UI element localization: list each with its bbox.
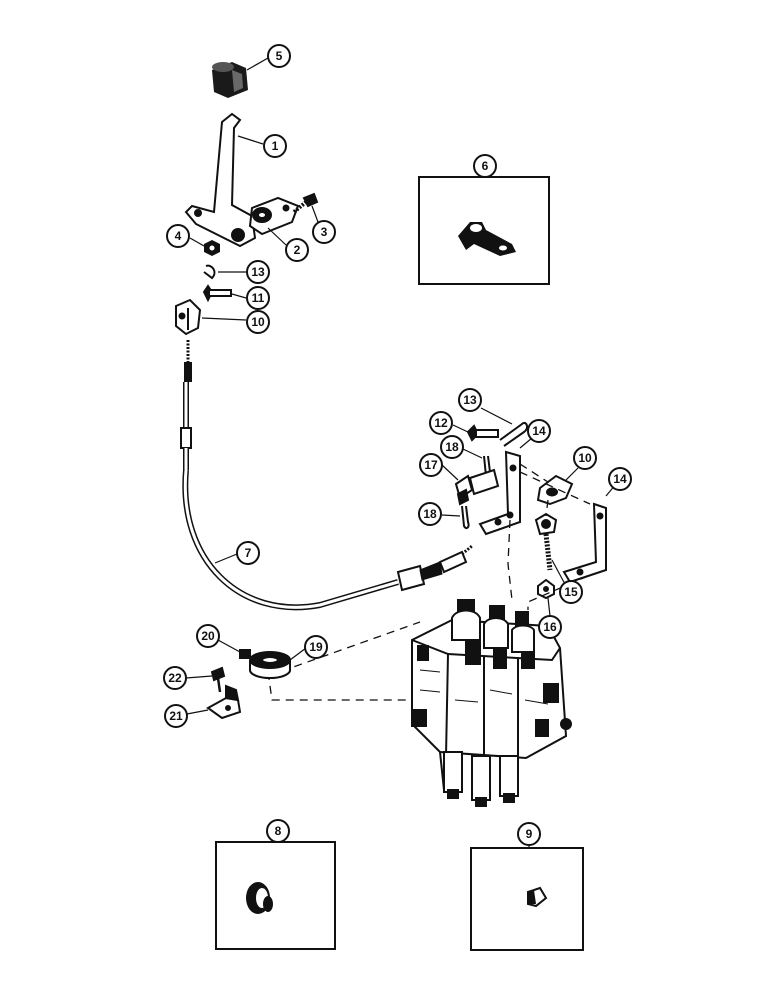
svg-text:12: 12 bbox=[434, 416, 448, 430]
callout-3: 3 bbox=[312, 220, 336, 244]
callout-19: 19 bbox=[304, 635, 328, 659]
callout-12: 12 bbox=[429, 411, 453, 435]
svg-text:19: 19 bbox=[309, 640, 323, 654]
inset-8-grommet bbox=[215, 840, 336, 950]
svg-text:15: 15 bbox=[564, 585, 578, 599]
callout-6: 6 bbox=[473, 154, 497, 178]
svg-text:2: 2 bbox=[294, 243, 301, 257]
callout-18-b: 18 bbox=[418, 502, 442, 526]
part-20-set-screw bbox=[217, 639, 251, 659]
inset-9-plug bbox=[470, 842, 584, 951]
svg-text:18: 18 bbox=[445, 440, 459, 454]
part-10-clevis-lower bbox=[536, 467, 579, 506]
svg-text:14: 14 bbox=[613, 472, 627, 486]
callout-2: 2 bbox=[285, 238, 309, 262]
part-5-knob bbox=[212, 57, 269, 98]
callout-7: 7 bbox=[236, 541, 260, 565]
part-17-clevis-pin bbox=[441, 464, 500, 506]
callout-11: 11 bbox=[246, 286, 270, 310]
part-10-clevis-upper bbox=[175, 298, 247, 336]
inset-6-clamp bbox=[418, 159, 550, 285]
callout-18-a: 18 bbox=[440, 435, 464, 459]
callout-22: 22 bbox=[163, 666, 187, 690]
svg-text:3: 3 bbox=[321, 225, 328, 239]
svg-text:8: 8 bbox=[275, 824, 282, 838]
callout-9: 9 bbox=[517, 822, 541, 846]
part-4-nut bbox=[189, 237, 220, 256]
svg-text:9: 9 bbox=[526, 827, 533, 841]
part-19-knob bbox=[249, 647, 307, 679]
callout-14-right: 14 bbox=[608, 467, 632, 491]
callout-15: 15 bbox=[559, 580, 583, 604]
svg-text:10: 10 bbox=[251, 315, 265, 329]
svg-text:1: 1 bbox=[272, 139, 279, 153]
part-14-bracket-left bbox=[478, 437, 533, 536]
part-13-cotter-pin-upper bbox=[203, 264, 246, 280]
part-21-bracket bbox=[186, 684, 242, 720]
svg-text:4: 4 bbox=[175, 229, 182, 243]
svg-text:6: 6 bbox=[482, 159, 489, 173]
svg-text:5: 5 bbox=[276, 49, 283, 63]
control-valve-body bbox=[411, 599, 572, 807]
svg-text:13: 13 bbox=[463, 393, 477, 407]
callout-1: 1 bbox=[263, 134, 287, 158]
svg-text:20: 20 bbox=[201, 629, 215, 643]
part-12-pin-lower bbox=[452, 424, 499, 442]
svg-text:22: 22 bbox=[168, 671, 182, 685]
svg-text:18: 18 bbox=[423, 507, 437, 521]
part-3-bolt bbox=[292, 192, 319, 223]
callout-4: 4 bbox=[166, 224, 190, 248]
part-1-lever bbox=[184, 112, 264, 248]
callout-14-left: 14 bbox=[527, 419, 551, 443]
callout-5: 5 bbox=[267, 44, 291, 68]
svg-text:13: 13 bbox=[251, 265, 265, 279]
part-7-control-cable bbox=[180, 340, 473, 611]
svg-text:11: 11 bbox=[252, 291, 265, 305]
callout-20: 20 bbox=[196, 624, 220, 648]
part-13-cotter-pin-lower bbox=[480, 407, 529, 447]
part-16-jam-nut bbox=[537, 578, 555, 617]
callout-13-lower: 13 bbox=[458, 388, 482, 412]
callout-21: 21 bbox=[164, 704, 188, 728]
part-14-bracket-right bbox=[562, 483, 617, 584]
svg-text:17: 17 bbox=[424, 458, 438, 472]
callout-10-lower: 10 bbox=[573, 446, 597, 470]
part-11-clevis-pin-upper bbox=[202, 284, 247, 303]
callout-8: 8 bbox=[266, 819, 290, 843]
svg-text:14: 14 bbox=[532, 424, 546, 438]
callout-10-upper: 10 bbox=[246, 310, 270, 334]
part-15-rod-end bbox=[534, 512, 567, 587]
part-22-screw bbox=[185, 666, 226, 693]
callout-17: 17 bbox=[419, 453, 443, 477]
part-18-cotter-pin-b bbox=[441, 505, 470, 530]
svg-text:21: 21 bbox=[169, 709, 183, 723]
svg-text:10: 10 bbox=[578, 451, 592, 465]
svg-text:7: 7 bbox=[245, 546, 252, 560]
svg-text:16: 16 bbox=[543, 620, 557, 634]
callout-13-upper: 13 bbox=[246, 260, 270, 284]
callout-16: 16 bbox=[538, 615, 562, 639]
part-2-pivot-block bbox=[248, 196, 300, 246]
